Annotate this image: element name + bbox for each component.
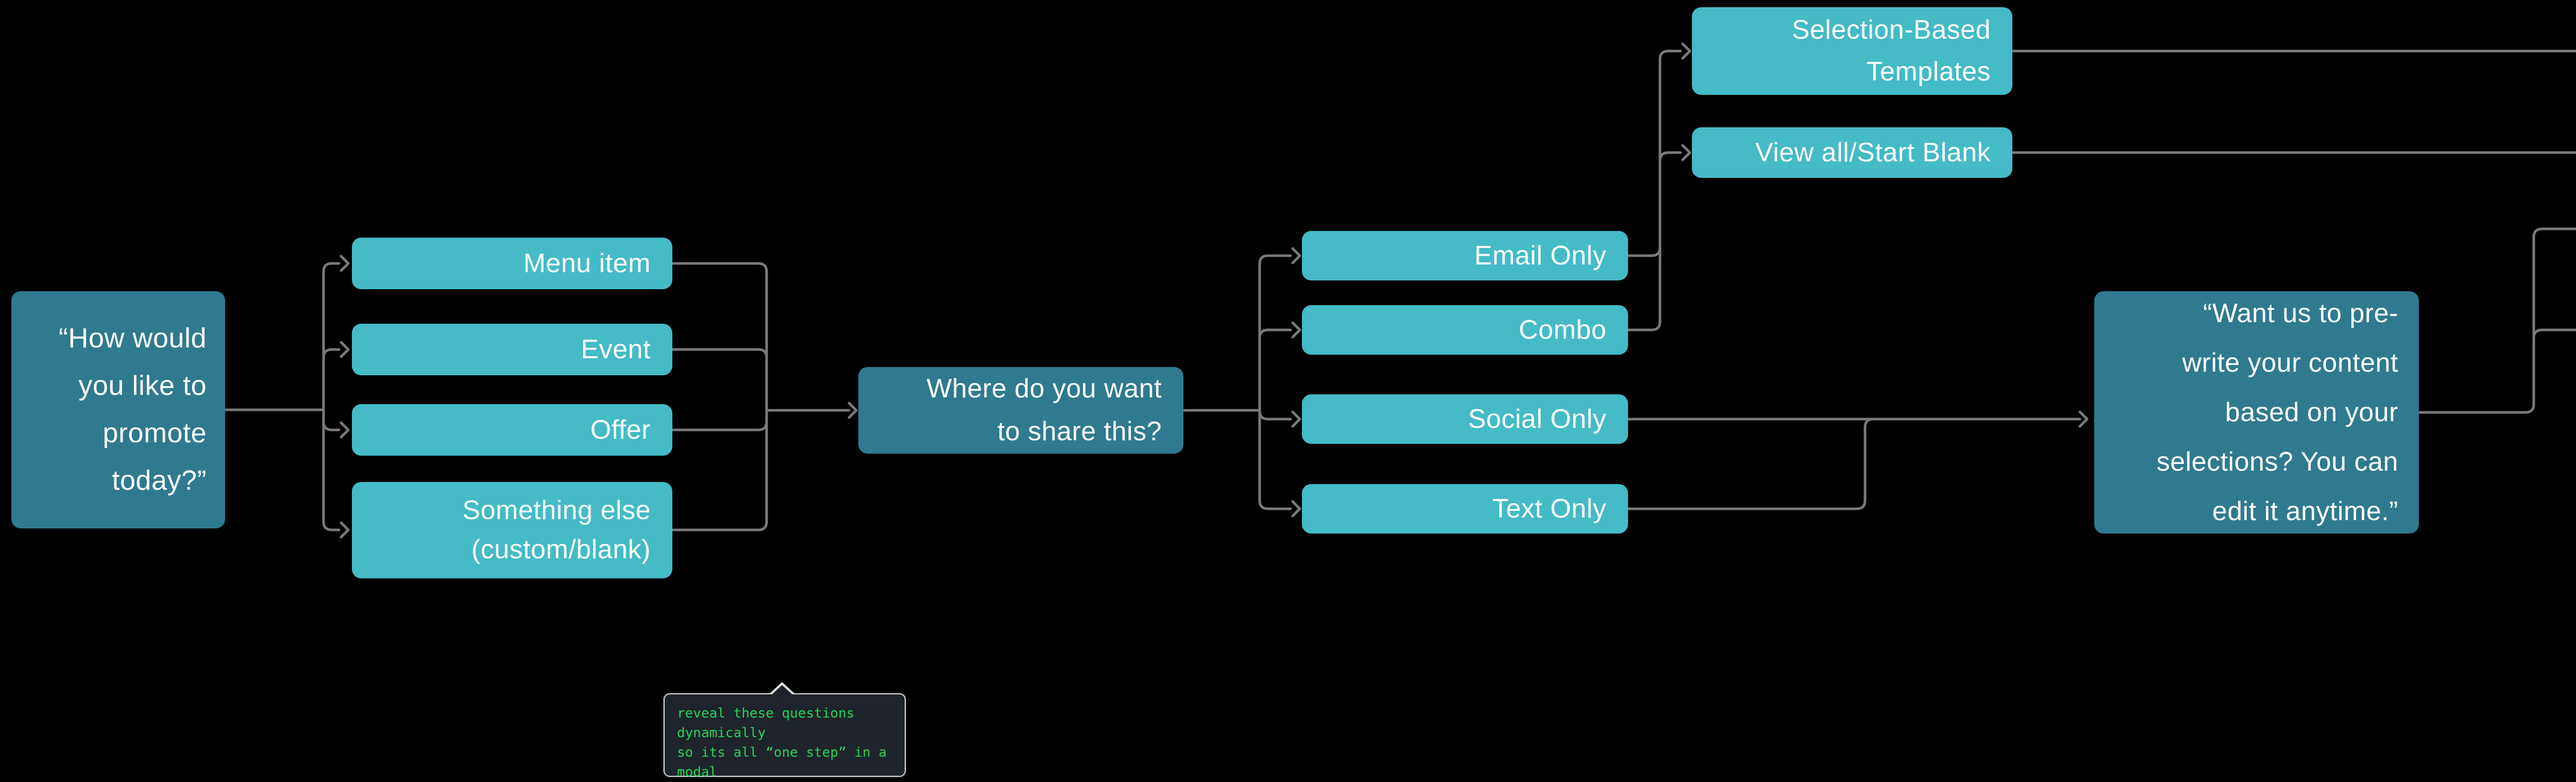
- node-promote-option-something-else[interactable]: Something else (custom/blank): [352, 482, 672, 578]
- node-share-option-combo[interactable]: Combo: [1302, 305, 1628, 355]
- node-share-option-text-only[interactable]: Text Only: [1302, 484, 1628, 534]
- connector-emailcombo-to-templates: [1626, 42, 1691, 331]
- node-template-selection-based[interactable]: Selection-Based Templates: [1692, 7, 2012, 95]
- node-share-question[interactable]: Where do you want to share this?: [858, 367, 1183, 454]
- node-promote-option-event[interactable]: Event: [352, 324, 672, 375]
- connector-prewrite-to-draft-options: [2417, 227, 2576, 414]
- note-pointer-fill-icon: [769, 685, 795, 697]
- node-prewrite-prompt[interactable]: “Want us to pre- write your content base…: [2094, 291, 2419, 534]
- connector-share-question-to-share-options: [1182, 247, 1301, 518]
- node-share-option-social-only[interactable]: Social Only: [1302, 394, 1628, 444]
- node-template-view-all-start-blank[interactable]: View all/Start Blank: [1692, 127, 2012, 178]
- connector-templates-to-generate-draft: [2011, 49, 2576, 154]
- connector-promote-options-to-share-question: [671, 262, 858, 531]
- node-promote-option-menu-item[interactable]: Menu item: [352, 238, 672, 289]
- annotation-note[interactable]: reveal these questions dynamically so it…: [664, 693, 906, 780]
- node-share-option-email-only[interactable]: Email Only: [1302, 231, 1628, 280]
- connector-socialtext-to-prewrite: [1626, 410, 2089, 510]
- node-start-question[interactable]: “How would you like to promote today?”: [11, 291, 225, 528]
- connector-start-to-promote-options: [224, 255, 350, 539]
- node-promote-option-offer[interactable]: Offer: [352, 404, 672, 456]
